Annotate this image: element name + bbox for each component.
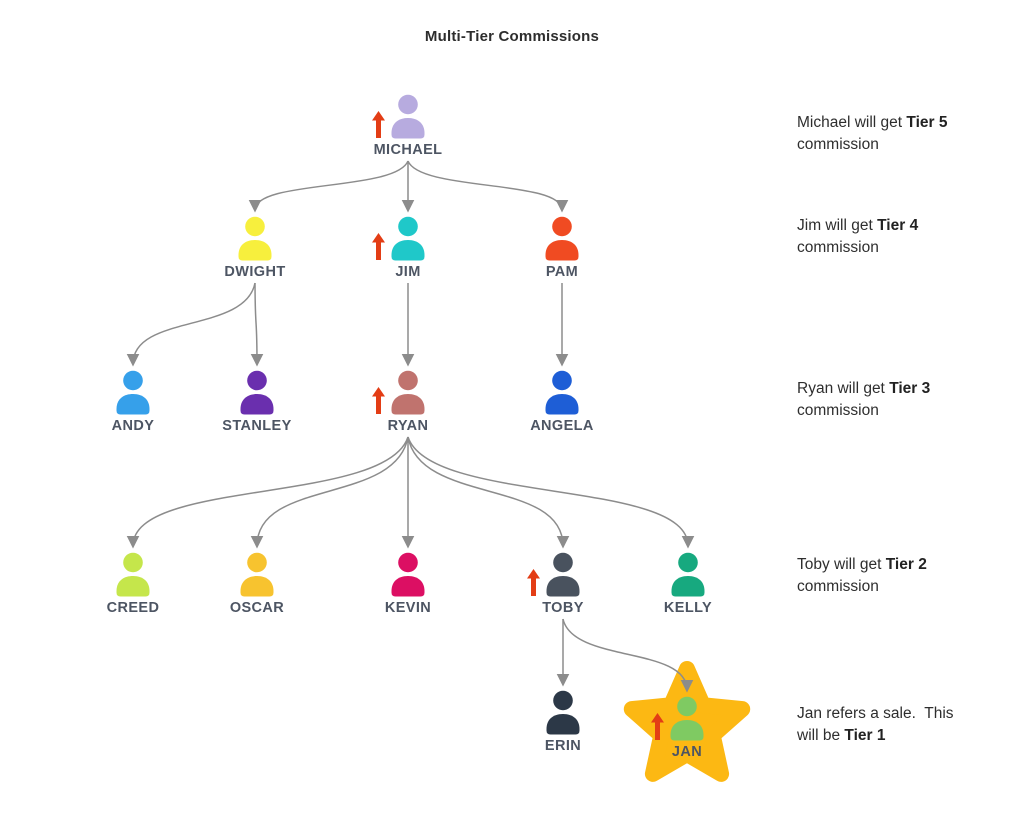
annotation-line: Jim will get Tier 4	[797, 217, 919, 234]
person-icon	[240, 370, 274, 415]
node-label: RYAN	[387, 418, 429, 434]
node-label: PAM	[545, 264, 579, 280]
person-icon	[391, 94, 425, 139]
person-icon	[240, 552, 274, 597]
annotation-tier4: Jim will get Tier 4 commission	[797, 215, 1022, 258]
node-kelly: KELLY	[628, 551, 748, 616]
person-icon	[391, 370, 425, 415]
node-erin: ERIN	[503, 689, 623, 754]
edge-dwight-stanley	[250, 282, 264, 367]
up-arrow-icon	[527, 569, 540, 596]
person-icon	[116, 552, 150, 597]
person-icon	[238, 216, 272, 261]
edge-michael-pam	[407, 160, 569, 213]
node-label: ANGELA	[530, 418, 594, 434]
person-icon	[391, 552, 425, 597]
edge-ryan-toby	[407, 436, 570, 549]
annotation-line: Ryan will get Tier 3	[797, 380, 931, 397]
up-arrow-icon	[372, 387, 385, 414]
node-label: JAN	[671, 744, 703, 760]
annotation-line: Michael will get Tier 5	[797, 114, 948, 131]
node-jim: JIM	[348, 215, 468, 280]
edge-dwight-andy	[126, 282, 256, 367]
node-ryan: RYAN	[348, 369, 468, 434]
node-label: KEVIN	[384, 600, 432, 616]
annotation-line: commission	[797, 238, 879, 256]
node-kevin: KEVIN	[348, 551, 468, 616]
up-arrow-icon	[372, 233, 385, 260]
node-label: ANDY	[111, 418, 155, 434]
node-label: TOBY	[542, 600, 584, 616]
node-label: ERIN	[544, 738, 582, 754]
person-icon	[546, 690, 580, 735]
node-label: OSCAR	[229, 600, 285, 616]
annotation-line: Toby will get Tier 2	[797, 556, 927, 573]
node-label: STANLEY	[222, 418, 292, 434]
node-jan: JAN	[627, 695, 747, 760]
node-label: CREED	[106, 600, 160, 616]
edge-ryan-oscar	[250, 436, 409, 549]
edge-toby-jan	[562, 618, 694, 693]
person-icon	[116, 370, 150, 415]
annotation-tier1: Jan refers a sale. This will be Tier 1	[797, 703, 1022, 746]
person-icon	[545, 216, 579, 261]
node-stanley: STANLEY	[197, 369, 317, 434]
annotation-tier3: Ryan will get Tier 3 commission	[797, 378, 1022, 421]
node-dwight: DWIGHT	[195, 215, 315, 280]
node-label: JIM	[395, 264, 421, 280]
person-icon	[391, 216, 425, 261]
annotation-tier5: Michael will get Tier 5 commission	[797, 112, 1022, 155]
up-arrow-icon	[651, 713, 664, 740]
up-arrow-icon	[372, 111, 385, 138]
edge-michael-dwight	[248, 160, 409, 213]
edge-ryan-kelly	[407, 436, 695, 549]
diagram-title: Multi-Tier Commissions	[424, 28, 600, 45]
person-icon	[670, 696, 704, 741]
node-michael: MICHAEL	[348, 93, 468, 158]
node-label: KELLY	[663, 600, 713, 616]
person-icon	[545, 370, 579, 415]
annotation-line: will be Tier 1	[797, 726, 886, 744]
annotation-line: Jan refers a sale. This	[797, 705, 954, 722]
node-oscar: OSCAR	[197, 551, 317, 616]
annotation-line: commission	[797, 401, 879, 419]
node-creed: CREED	[73, 551, 193, 616]
node-angela: ANGELA	[502, 369, 622, 434]
node-label: MICHAEL	[373, 142, 443, 158]
person-icon	[546, 552, 580, 597]
person-icon	[671, 552, 705, 597]
annotation-tier2: Toby will get Tier 2 commission	[797, 554, 1022, 597]
edge-ryan-creed	[126, 436, 409, 549]
node-pam: PAM	[502, 215, 622, 280]
node-andy: ANDY	[73, 369, 193, 434]
node-label: DWIGHT	[224, 264, 286, 280]
node-toby: TOBY	[503, 551, 623, 616]
annotation-line: commission	[797, 577, 879, 595]
annotation-line: commission	[797, 135, 879, 153]
